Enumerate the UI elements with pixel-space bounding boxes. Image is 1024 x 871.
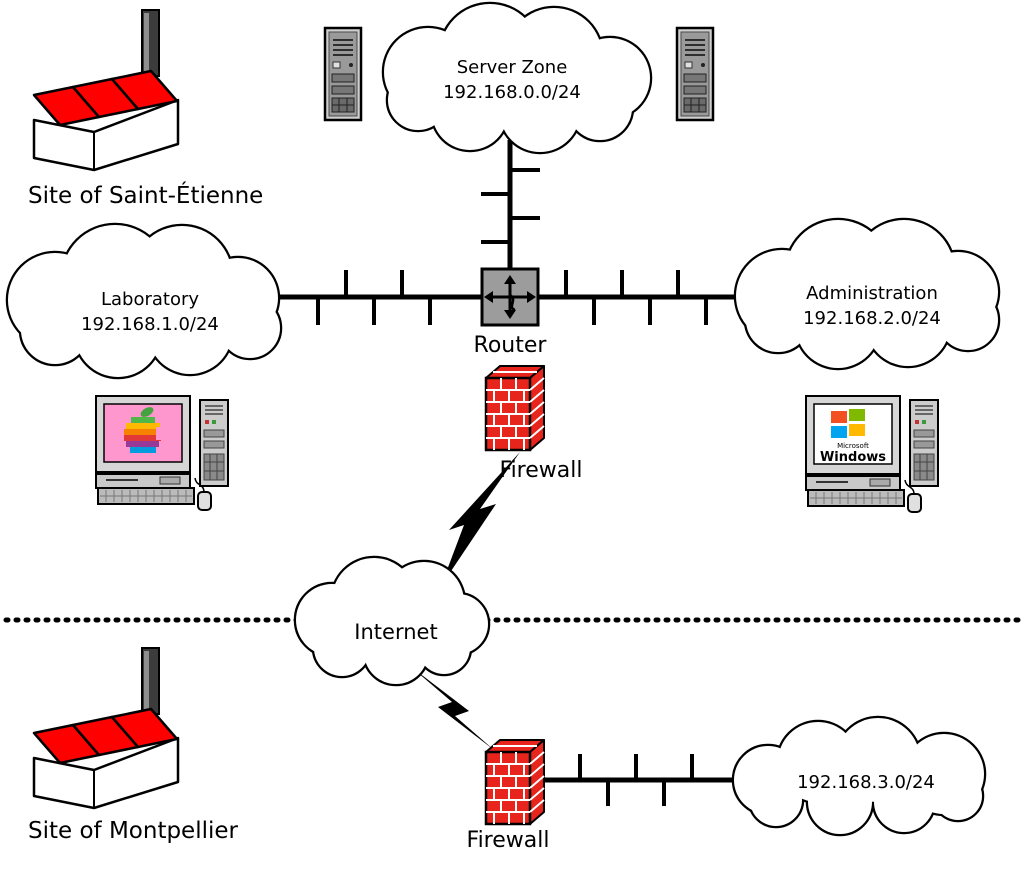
- firewall-saint-etienne-label: Firewall: [500, 458, 583, 483]
- windows-mouse-cable: [904, 479, 915, 495]
- administration-subnet: 192.168.2.0/24: [803, 308, 941, 329]
- ethernet-bus-server-ticks: [481, 168, 540, 244]
- mac-mouse-cable: [194, 477, 205, 493]
- lightning-bolt-icon: [410, 666, 494, 750]
- rainbow-apple-logo-icon: [124, 407, 164, 453]
- windows-flag-logo-icon: [831, 409, 865, 438]
- lightning-bolt-icon: [441, 452, 520, 586]
- laboratory-subnet: 192.168.1.0/24: [81, 314, 219, 335]
- windows-brand-small: Microsoft: [837, 442, 869, 450]
- mac-computer-icon: [95, 395, 229, 511]
- router-icon: [480, 267, 540, 327]
- ethernet-bus-montpellier-ticks: [578, 754, 694, 806]
- factory-icon-montpellier: [32, 646, 180, 810]
- firewall-montpellier-icon: [484, 738, 546, 826]
- firewall-montpellier-label: Firewall: [467, 828, 550, 853]
- windows-brand-large: Windows: [820, 450, 886, 465]
- server-zone-name: Server Zone: [457, 57, 568, 78]
- montpellier-lan-subnet: 192.168.3.0/24: [797, 772, 935, 793]
- server-tower-icon: [675, 26, 715, 122]
- administration-name: Administration: [806, 283, 938, 304]
- server-zone-cloud: [384, 4, 650, 152]
- router-label: Router: [474, 333, 548, 358]
- server-zone-subnet: 192.168.0.0/24: [443, 82, 581, 103]
- windows-computer-icon: Microsoft Windows: [805, 395, 939, 513]
- server-tower-icon: [323, 26, 363, 122]
- site-montpellier-label: Site of Montpellier: [28, 818, 239, 844]
- factory-icon-saint-etienne: [32, 8, 180, 172]
- mac-mouse: [197, 491, 212, 511]
- ethernet-bus-montpellier: [536, 754, 740, 806]
- internet-label: Internet: [354, 620, 437, 644]
- site-saint-etienne-label: Site of Saint-Étienne: [28, 181, 263, 209]
- ethernet-bus-server-zone: [481, 140, 540, 272]
- firewall-saint-etienne-icon: [484, 364, 546, 452]
- laboratory-name: Laboratory: [101, 289, 199, 310]
- windows-mouse: [907, 493, 922, 513]
- ethernet-bus-main-ticks: [316, 270, 708, 325]
